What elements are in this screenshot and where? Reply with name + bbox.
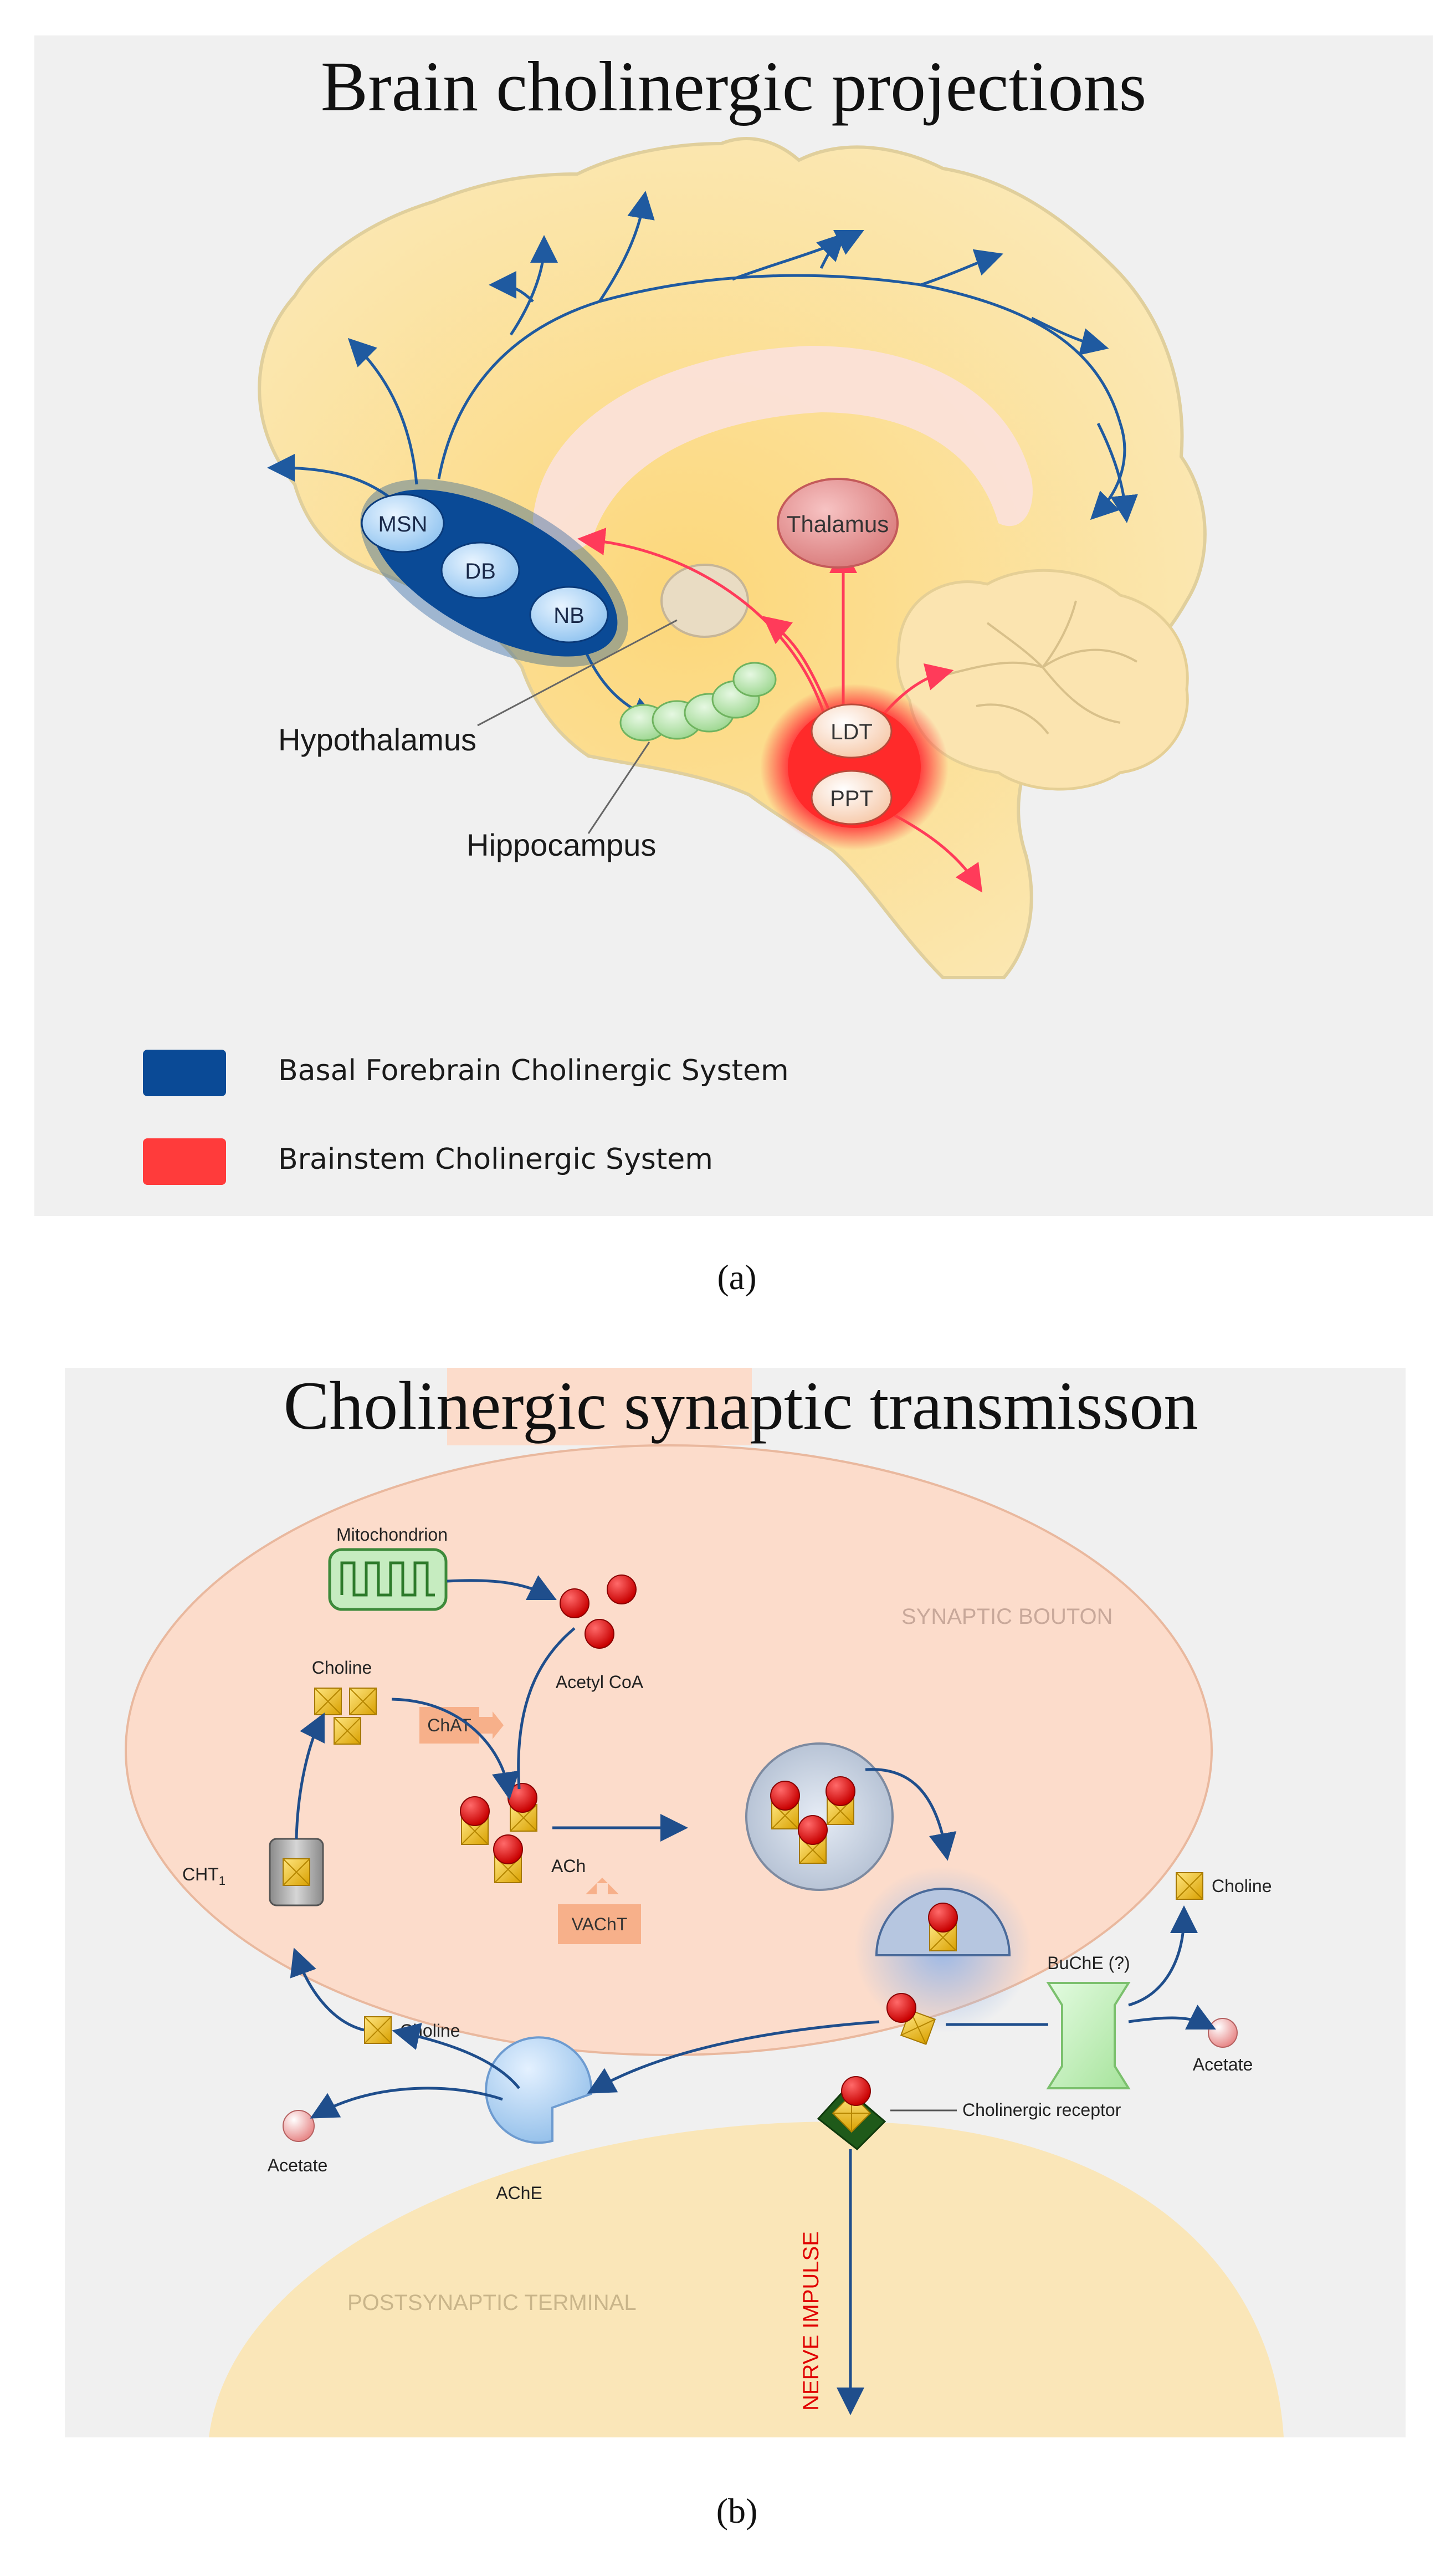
cholinergic-receptor [817,2076,886,2151]
thalamus-label: Thalamus [787,511,889,537]
cht1-transporter [269,1838,324,1906]
acetyl-coa-label: Acetyl CoA [556,1672,644,1692]
caption-b: (b) [716,2491,758,2531]
ppt-nucleus: PPT [811,770,893,825]
choline-right-label: Choline [1212,1876,1272,1896]
nb-nucleus: NB [529,586,609,643]
panel-b-synaptic-transmission: Cholinergic synaptic transmisson SYNAPTI… [65,1368,1406,2437]
mitochondrion [328,1548,448,1611]
hippocampus-leader [587,742,650,834]
caption-a: (a) [717,1257,757,1297]
cholinergic-receptor-label: Cholinergic receptor [962,2100,1121,2120]
brain-outline [258,137,1207,979]
ldt-label: LDT [830,720,873,744]
legend-label-brainstem: Brainstem Cholinergic System [278,1143,713,1176]
brain-diagram: Brain cholinergic projections [258,47,1207,979]
acetate-left-label: Acetate [268,2155,328,2175]
db-nucleus: DB [440,541,520,599]
hypothalamus-leader [477,619,678,727]
panel-b-title: Cholinergic synaptic transmisson [284,1368,1198,1444]
hippocampus-label: Hippocampus [466,827,656,862]
msn-label: MSN [378,512,428,536]
buche-label: BuChE (?) [1047,1953,1130,1973]
hypothalamus-label: Hypothalamus [278,722,476,757]
db-label: DB [465,559,496,584]
choline-mid-molecule [364,2016,392,2044]
panel-a-brain-projections: Brain cholinergic projections [34,35,1433,1216]
synaptic-vesicle [745,1742,894,1891]
synapse-diagram: Cholinergic synaptic transmisson SYNAPTI… [125,1368,1284,2437]
cht1-label: CHT1 [182,1864,225,1888]
fusing-vesicle [854,1867,1032,2033]
buche-enzyme [1046,1982,1131,2089]
ppt-label: PPT [830,786,873,811]
choline-mid-label: Choline [400,2021,460,2041]
presynaptic-axon [447,1368,752,1445]
ache-enzyme [485,2036,593,2144]
synaptic-bouton-label: SYNAPTIC BOUTON [901,1604,1113,1629]
acetate-right-label: Acetate [1193,2054,1253,2074]
acetate-left-molecule [283,2110,315,2142]
choline-right-molecule [1176,1872,1203,1900]
chat-label: ChAT [427,1715,471,1735]
legend-swatch-brainstem [143,1138,226,1185]
legend-swatch-basal-forebrain [143,1050,226,1096]
ache-label: AChE [496,2183,542,2203]
nb-label: NB [553,604,585,628]
nerve-impulse-label: NERVE IMPULSE [799,2231,823,2411]
msn-nucleus: MSN [361,493,445,553]
postsynaptic-terminal-label: POSTSYNAPTIC TERMINAL [347,2291,637,2315]
postsynaptic-terminal [209,2122,1284,2437]
acetate-right-molecule [1208,2018,1238,2048]
thalamus-node [777,478,899,569]
hypothalamus-structure [660,564,749,638]
vacht-label: VAChT [572,1914,628,1934]
legend-label-basal-forebrain: Basal Forebrain Cholinergic System [278,1054,789,1087]
choline-top-label: Choline [312,1658,372,1678]
ach-label: ACh [551,1856,586,1876]
synapse-flow-arrows [290,1575,1216,2415]
ldt-nucleus: LDT [811,703,893,759]
vacht-transporter: VAChT [558,1878,641,1944]
mitochondrion-label: Mitochondrion [336,1525,448,1545]
panel-a-title: Brain cholinergic projections [321,47,1147,126]
corpus-callosum [533,346,1033,552]
hippocampus-structure [619,662,777,742]
